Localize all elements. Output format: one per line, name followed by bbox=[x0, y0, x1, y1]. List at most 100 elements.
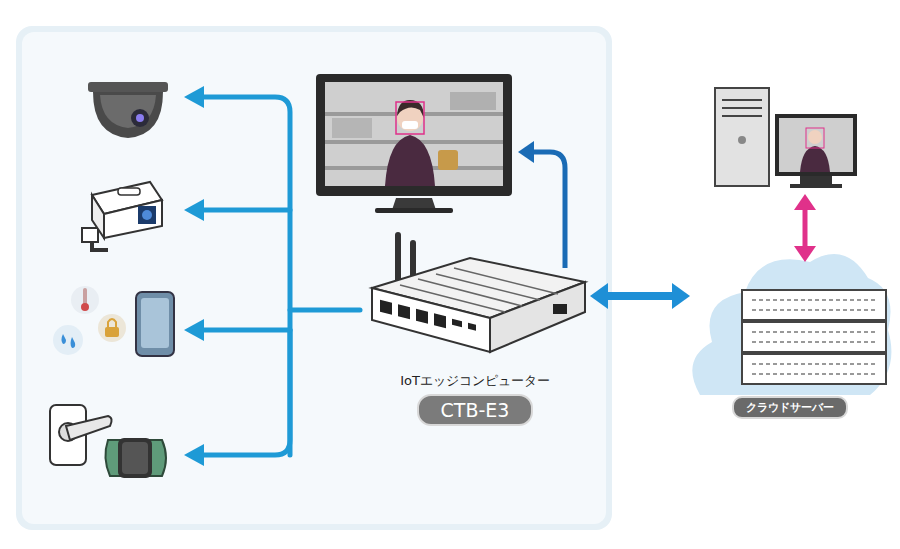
sensor-icons bbox=[108, 319, 116, 327]
edge-computer-device bbox=[400, 268, 558, 312]
client-pc bbox=[779, 118, 853, 172]
edge-computer-device bbox=[400, 285, 505, 312]
edge-computer-device bbox=[452, 319, 462, 327]
label-pill: CTB-E3 bbox=[417, 394, 534, 426]
device-arrowheads bbox=[184, 444, 204, 466]
door-lever-and-watch bbox=[118, 438, 152, 478]
sensor-icons bbox=[98, 314, 126, 342]
client-pc bbox=[738, 136, 746, 144]
client-pc bbox=[775, 114, 857, 176]
edge-computer-device bbox=[395, 232, 401, 284]
bullet-camera bbox=[142, 210, 152, 220]
door-lever-and-watch bbox=[105, 440, 166, 476]
client-pc bbox=[800, 146, 830, 172]
arrowhead bbox=[672, 283, 690, 309]
server-rack bbox=[752, 309, 876, 311]
monitor bbox=[316, 74, 512, 213]
dome-camera bbox=[88, 82, 168, 138]
dome-camera bbox=[100, 95, 156, 128]
client-pc bbox=[715, 88, 769, 186]
server-rack bbox=[752, 341, 876, 343]
client-pc bbox=[715, 88, 857, 188]
edge-computer-device bbox=[553, 304, 567, 314]
sensor-icons bbox=[71, 337, 76, 348]
edge-computer-device bbox=[372, 232, 585, 352]
device-arrows bbox=[200, 208, 290, 213]
server-rack bbox=[752, 373, 876, 375]
device-arrowheads bbox=[184, 199, 204, 221]
monitor-arrow bbox=[518, 141, 534, 163]
sensor-icons bbox=[141, 298, 169, 348]
device-arrows bbox=[200, 328, 290, 333]
edge-computer-device bbox=[468, 323, 476, 331]
sensor-icons bbox=[105, 327, 119, 337]
client-pc bbox=[790, 184, 842, 188]
node-caption: IoTエッジコンピューター bbox=[400, 372, 550, 390]
server-rack bbox=[752, 300, 876, 374]
sensor-icons bbox=[53, 325, 83, 355]
device-arrows bbox=[290, 308, 360, 313]
client-pc bbox=[806, 128, 824, 148]
edge-computer-device bbox=[434, 313, 446, 328]
pink-arrow bbox=[794, 194, 816, 262]
sensor-icons bbox=[71, 286, 99, 314]
edge-computer-device bbox=[454, 268, 558, 294]
sensor-icons bbox=[81, 303, 89, 311]
sensor-icons bbox=[53, 286, 174, 356]
server-rack bbox=[742, 322, 886, 352]
monitor bbox=[325, 82, 503, 186]
monitor bbox=[332, 118, 372, 138]
bullet-camera bbox=[118, 188, 140, 195]
monitor bbox=[375, 208, 453, 213]
monitor bbox=[402, 121, 418, 129]
server-rack bbox=[742, 354, 886, 384]
device-arrowheads bbox=[184, 86, 204, 466]
device-arrowheads bbox=[184, 319, 204, 341]
connector-line bbox=[606, 292, 674, 300]
bullet-camera bbox=[92, 195, 104, 238]
edge-computer-device bbox=[380, 300, 392, 315]
edge-computer-device bbox=[490, 282, 585, 352]
client-pc bbox=[722, 107, 762, 109]
server-rack bbox=[742, 290, 886, 384]
panel bbox=[16, 26, 612, 530]
dome-camera bbox=[93, 92, 163, 138]
sensor-icons bbox=[136, 292, 174, 356]
cloud bbox=[692, 254, 891, 395]
dome-camera bbox=[88, 82, 168, 92]
client-pc bbox=[722, 115, 762, 117]
pink-arrow bbox=[794, 194, 816, 210]
client-pc bbox=[800, 176, 832, 184]
cloud bbox=[692, 254, 891, 395]
pink-arrow bbox=[794, 246, 816, 262]
dome-camera bbox=[131, 109, 149, 127]
label-pill: クラウドサーバー bbox=[732, 396, 848, 419]
monitor bbox=[316, 74, 512, 196]
monitor bbox=[438, 150, 458, 170]
bullet-camera bbox=[104, 200, 162, 238]
device-arrows bbox=[200, 330, 290, 455]
server-rack bbox=[752, 363, 876, 365]
monitor-arrow bbox=[518, 141, 565, 268]
panel bbox=[22, 32, 606, 524]
edge-computer-device bbox=[372, 288, 490, 352]
panel bbox=[16, 26, 612, 530]
door-lever-and-watch bbox=[50, 405, 166, 478]
device-arrowheads bbox=[184, 86, 204, 108]
monitor bbox=[385, 135, 435, 186]
cloud-server-node: クラウドサーバー bbox=[690, 250, 890, 422]
edge-computer-device bbox=[398, 304, 410, 319]
arrowhead bbox=[590, 283, 608, 309]
door-lever-and-watch bbox=[66, 416, 112, 440]
device-arrows bbox=[200, 97, 290, 455]
dome-camera bbox=[136, 114, 144, 122]
server-rack bbox=[752, 331, 876, 333]
bullet-camera bbox=[138, 206, 156, 224]
edge-computer-device bbox=[436, 274, 540, 300]
sensor-icons bbox=[62, 334, 67, 344]
monitor bbox=[396, 102, 424, 134]
